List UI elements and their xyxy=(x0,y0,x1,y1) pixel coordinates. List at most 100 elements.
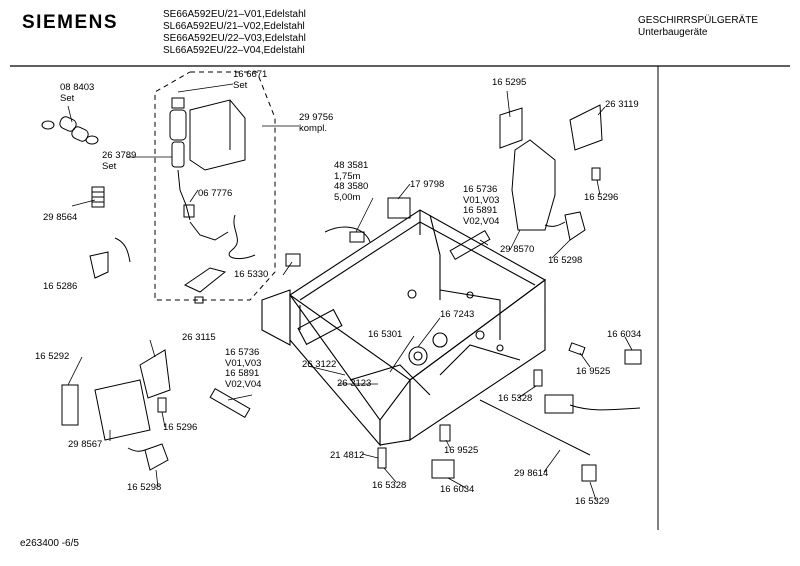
part-callout-line: 16 5330 xyxy=(234,269,269,280)
part-callout-line: 16 5292 xyxy=(35,351,70,362)
part-callout-line: Set xyxy=(102,160,117,172)
model-line: SL66A592EU/22–V04,Edelstahl xyxy=(163,45,305,56)
inlet-valve-assembly xyxy=(169,97,256,304)
part-callout-line: 16 5286 xyxy=(43,281,78,292)
part-callout-line: 1,75m xyxy=(334,170,361,182)
category-subtitle: Unterbaugeräte xyxy=(638,27,708,38)
part-callout-165292: 16 5292 xyxy=(35,351,70,363)
bracket-165295 xyxy=(499,107,523,149)
hinge-wire-b xyxy=(127,447,146,452)
part-callout-169525b: 16 9525 xyxy=(576,366,611,378)
hinge-165298a xyxy=(564,211,586,241)
part-callout-298614: 29 8614 xyxy=(514,468,548,480)
part-callout-line: Set xyxy=(233,79,248,91)
sleeve-165329 xyxy=(581,464,597,482)
drawing-id: e263400 -6/5 xyxy=(20,538,79,549)
part-callout-263122: 26 3122 xyxy=(302,359,337,371)
cable-connector xyxy=(349,231,365,243)
brand-logo: SIEMENS xyxy=(22,12,119,33)
part-callout-line: 16 6034 xyxy=(440,484,475,495)
part-callout-line: 29 8564 xyxy=(43,212,78,223)
part-callout-line: Set xyxy=(60,92,75,104)
category-title: GESCHIRRSPÜLGERÄTE xyxy=(638,15,759,26)
part-callout-line: 16 5295 xyxy=(492,77,527,88)
part-callout-166034a: 16 6034 xyxy=(440,484,475,496)
part-callout-165301: 16 5301 xyxy=(368,329,403,341)
part-callout-067776: 06 7776 xyxy=(198,188,232,200)
part-callout-line: 29 8567 xyxy=(68,439,103,450)
part-callout-298564: 29 8564 xyxy=(43,212,78,224)
part-callout-line: 16 5891 xyxy=(225,368,260,379)
part-callout-line: 17 9798 xyxy=(410,179,445,190)
part-callout-line: 16 5891 xyxy=(463,205,498,216)
part-callout-165329: 16 5329 xyxy=(575,496,609,508)
bracket-263119 xyxy=(569,104,603,151)
clip-165296b xyxy=(157,397,167,413)
part-callout-165298b: 16 5298 xyxy=(127,482,162,494)
spring xyxy=(91,186,105,208)
part-callout-line: 26 3789 xyxy=(102,150,137,161)
model-line: SE66A592EU/21–V01,Edelstahl xyxy=(163,9,306,20)
part-callout-line: 16 6671 xyxy=(233,69,268,80)
wire-harness xyxy=(569,404,641,411)
foot-214812 xyxy=(377,447,387,469)
part-callout-169525a: 16 9525 xyxy=(444,445,478,457)
part-callout-line: 26 3122 xyxy=(302,359,337,370)
clip-165286 xyxy=(89,251,109,279)
part-callout-263123: 26 3123 xyxy=(337,378,371,390)
foot-165328a xyxy=(439,424,451,442)
part-callout-165296b: 16 5296 xyxy=(163,422,197,434)
part-callout-line: 5,00m xyxy=(334,191,361,203)
part-callout-line: 29 8570 xyxy=(500,244,535,255)
rod-298614 xyxy=(479,399,591,456)
clamp-set xyxy=(41,116,99,145)
part-callout-165328a: 16 5328 xyxy=(372,480,406,492)
part-callout-line: 16 5736 xyxy=(225,347,260,358)
part-callout-line: 16 5301 xyxy=(368,329,403,340)
part-callout-298570: 29 8570 xyxy=(500,244,535,256)
hinge-wire-a xyxy=(544,221,566,227)
part-callout-line: 16 5296 xyxy=(584,192,619,203)
part-callout-line: 48 3580 xyxy=(334,181,369,192)
part-callout-165298a: 16 5298 xyxy=(548,255,583,267)
cover-165292 xyxy=(61,384,79,426)
assembly-boundary-dashed xyxy=(154,71,276,301)
part-callout-line: 16 5736 xyxy=(463,184,498,195)
part-callout-line: V01,V03 xyxy=(225,357,262,369)
hinge-165298b xyxy=(144,443,169,471)
part-callout-298567: 29 8567 xyxy=(68,439,103,451)
part-callout-line: 16 6034 xyxy=(607,329,642,340)
part-callout-line: 16 5328 xyxy=(498,393,533,404)
strip-165736-left xyxy=(209,387,251,419)
part-callout-263119: 26 3119 xyxy=(605,99,639,111)
connector-179798 xyxy=(387,197,411,219)
part-callout-line: 16 5298 xyxy=(127,482,162,493)
rail-298570 xyxy=(511,139,556,231)
screw-169525a xyxy=(568,342,586,356)
bracket-263115 xyxy=(139,349,171,399)
part-callout-165328b: 16 5328 xyxy=(498,393,533,405)
part-callout-214812: 21 4812 xyxy=(330,450,365,462)
part-callout-165295: 16 5295 xyxy=(492,77,527,89)
part-callout-line: 16 9525 xyxy=(576,366,611,377)
part-callout-line: 26 3115 xyxy=(182,332,216,343)
leader-lines xyxy=(67,83,633,501)
part-callout-line: 26 3119 xyxy=(605,99,639,110)
supply-cable xyxy=(324,226,371,243)
part-callout-line: 16 5298 xyxy=(548,255,583,266)
part-callout-line: 21 4812 xyxy=(330,450,365,461)
part-callout-line: 29 9756 xyxy=(299,112,334,123)
base-tub xyxy=(261,209,547,447)
part-callout-166034b: 16 6034 xyxy=(607,329,642,341)
part-callout-165296a: 16 5296 xyxy=(584,192,619,204)
part-callout-179798: 17 9798 xyxy=(410,179,445,191)
part-callout-line: 16 7243 xyxy=(440,309,475,320)
part-callout-line: 08 8403 xyxy=(60,82,95,93)
